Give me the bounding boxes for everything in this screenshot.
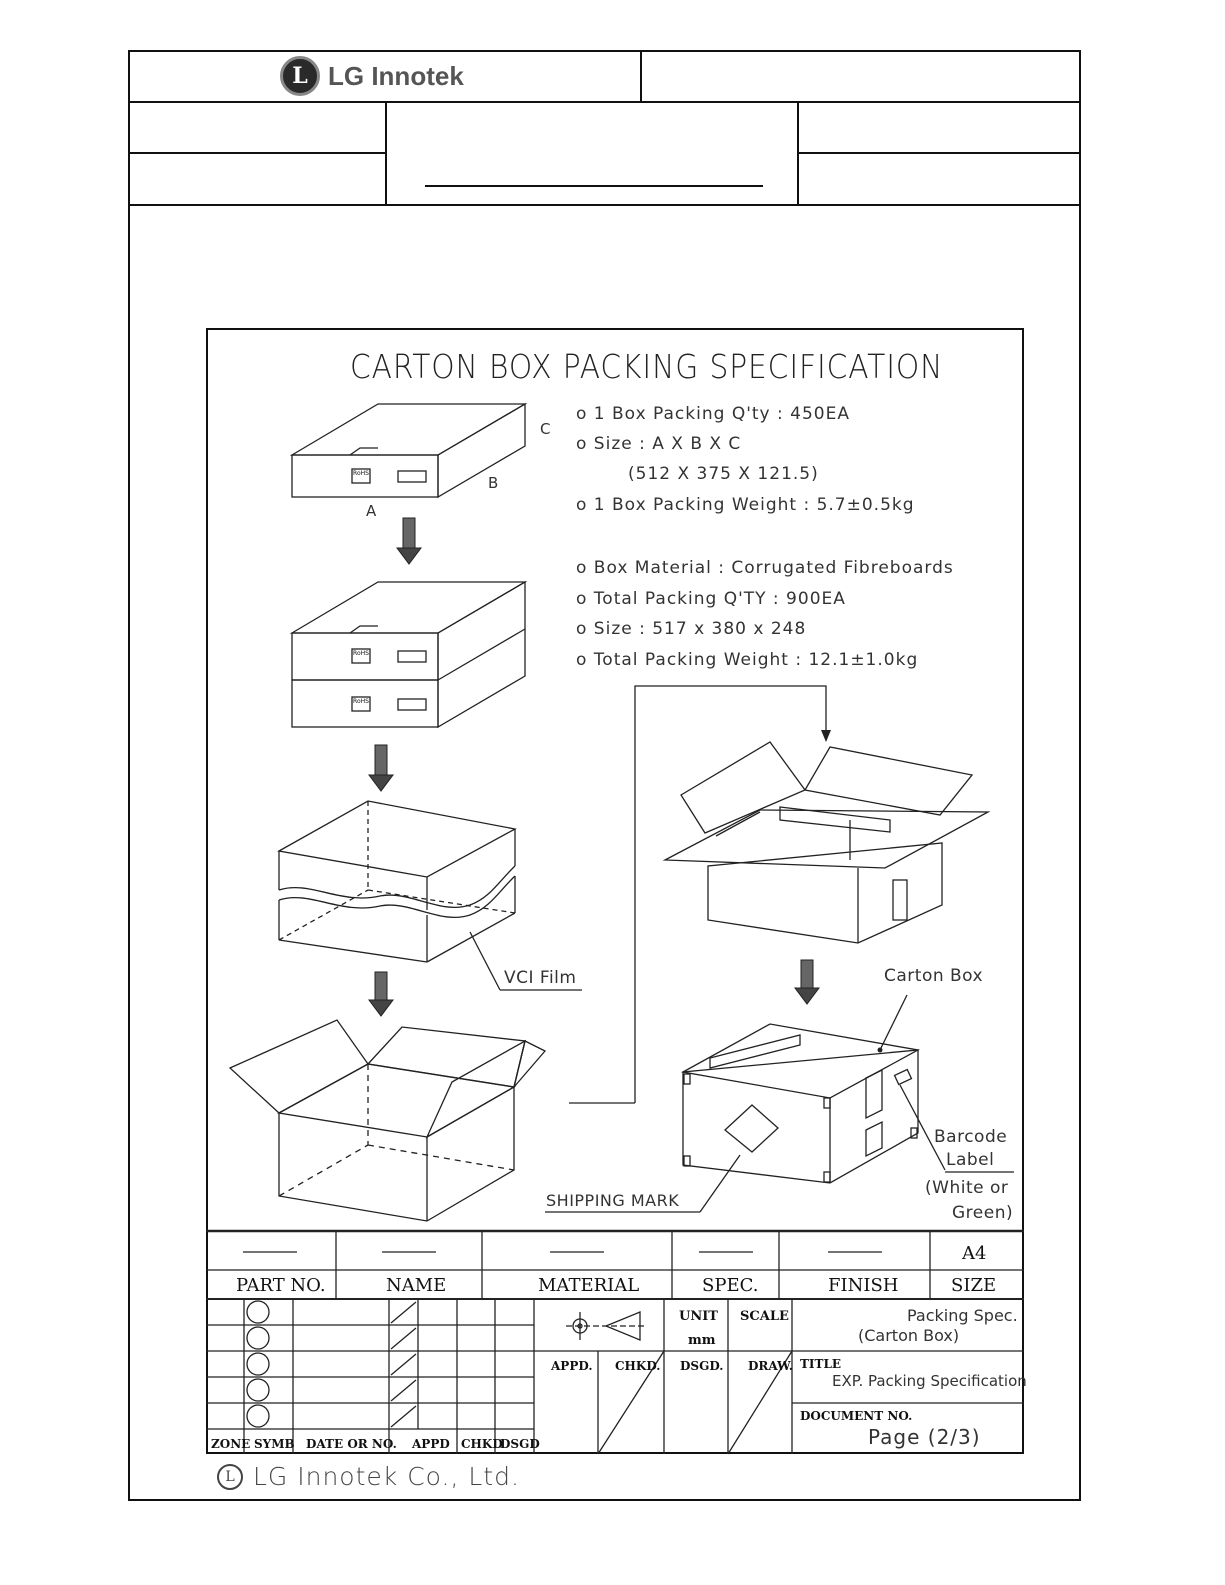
rohs-label-3: RoHS [353, 698, 369, 705]
document-sheet [128, 50, 1081, 1501]
header-vline-3 [797, 101, 799, 205]
drawing-frame [206, 328, 1024, 1454]
sign-chkd: CHKD. [615, 1359, 661, 1373]
down-arrow-icon [396, 517, 422, 565]
header-material: MATERIAL [538, 1275, 640, 1296]
rohs-label-1: RoHS [353, 470, 369, 477]
spec-box-size: o Size : A X B X C [576, 434, 742, 454]
spec-total-weight: o Total Packing Weight : 12.1±1.0kg [576, 650, 919, 670]
rev-symb: SYMB [254, 1437, 295, 1451]
header-spec: SPEC. [702, 1275, 759, 1296]
header-logo: L LG Innotek [280, 53, 464, 99]
spec-total-qty: o Total Packing Q'TY : 900EA [576, 589, 846, 609]
header-divider-4 [128, 204, 1081, 206]
title-block-lines [206, 1229, 1024, 1455]
vci-film-bag [277, 800, 582, 991]
lg-logo-icon: L [280, 56, 320, 96]
down-arrow-icon [368, 744, 394, 792]
spec-total-size: o Size : 517 x 380 x 248 [576, 619, 807, 639]
rev-dsgd: DSGD [500, 1437, 540, 1451]
carton-box-label: Carton Box [884, 966, 984, 986]
rev-zone: ZONE [211, 1437, 251, 1451]
header-vline-1 [640, 50, 642, 102]
dim-a-label: A [366, 502, 377, 520]
header-divider-1 [128, 101, 1081, 103]
footer-logo-letter: L [225, 1468, 235, 1485]
down-arrow-icon [794, 959, 820, 1005]
shipping-mark-label: SHIPPING MARK [546, 1191, 680, 1210]
unit-label: UNIT [679, 1309, 718, 1324]
spec-material: o Box Material : Corrugated Fibreboards [576, 558, 954, 578]
sign-appd: APPD. [551, 1359, 593, 1373]
barcode-label-line1: Barcode [934, 1127, 1008, 1147]
lg-logo-small-icon: L [217, 1463, 243, 1490]
size-value: A4 [962, 1243, 987, 1264]
rev-appd: APPD [412, 1437, 450, 1451]
header-name: NAME [386, 1275, 447, 1296]
header-underline [425, 185, 763, 187]
inner-box-single [289, 402, 528, 499]
footer-company: LG Innotek Co., Ltd. [253, 1462, 520, 1491]
company-name: LG Innotek [328, 60, 464, 91]
open-carton-right [662, 741, 991, 944]
header-part-no: PART NO. [236, 1275, 326, 1296]
header-finish: FINISH [828, 1275, 899, 1296]
rev-date: DATE OR NO. [306, 1437, 397, 1451]
spec-box-dims: (512 X 375 X 121.5) [628, 464, 819, 484]
doc-value: Page (2/3) [868, 1425, 981, 1449]
rev-chkd: CHKD [461, 1437, 503, 1451]
header-size: SIZE [951, 1275, 997, 1296]
open-carton-left [228, 685, 827, 1222]
spec-box-qty: o 1 Box Packing Q'ty : 450EA [576, 404, 850, 424]
down-arrow-icon [368, 971, 394, 1017]
unit-value: mm [688, 1333, 716, 1348]
vci-film-label: VCI Film [504, 968, 577, 988]
inner-box-stack [289, 580, 528, 729]
rohs-label-2: RoHS [353, 650, 369, 657]
doc-label: DOCUMENT NO. [800, 1409, 913, 1423]
header-divider-3 [798, 152, 1081, 154]
title-value: EXP. Packing Specification [832, 1372, 1027, 1390]
title-label: TITLE [800, 1357, 842, 1371]
header-divider-2 [128, 152, 386, 154]
barcode-label-line3: (White or [925, 1178, 1009, 1198]
name-line-1: Packing Spec. [907, 1306, 1018, 1325]
closed-carton [545, 994, 1014, 1213]
dim-c-label: C [540, 420, 551, 438]
name-line-2: (Carton Box) [858, 1326, 960, 1345]
barcode-label-line2: Label [946, 1150, 995, 1170]
sign-draw: DRAW. [748, 1359, 793, 1373]
spec-box-weight: o 1 Box Packing Weight : 5.7±0.5kg [576, 495, 915, 515]
logo-letter: L [292, 63, 308, 89]
scale-label: SCALE [740, 1309, 789, 1324]
drawing-title: CARTON BOX PACKING SPECIFICATION [350, 347, 944, 386]
header-vline-2 [385, 101, 387, 205]
dim-b-label: B [488, 474, 499, 492]
barcode-label-line4: Green) [952, 1203, 1014, 1223]
footer-logo: L LG Innotek Co., Ltd. [217, 1462, 520, 1491]
process-arrows [368, 517, 883, 1053]
sign-dsgd: DSGD. [680, 1359, 724, 1373]
